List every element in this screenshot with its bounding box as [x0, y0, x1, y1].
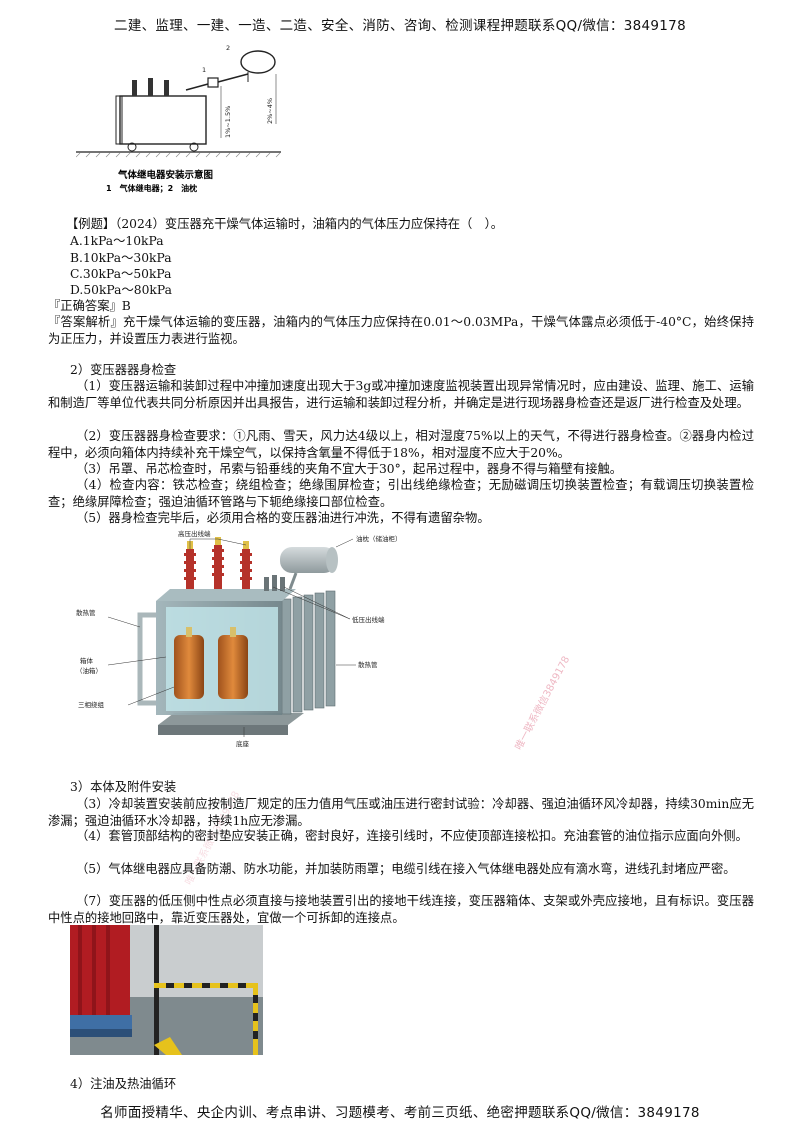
example-question: 【例题】（2024）变压器充干燥气体运输时，油箱内的气体压力应保持在（ ）。	[66, 217, 504, 231]
label-lv-terminal: 低压出线端	[352, 615, 385, 624]
conservator-label-2: 2	[226, 44, 230, 52]
watermark: 唯一联系微信3849178	[513, 654, 573, 753]
section2-item-4: （4）检查内容：铁芯检查；绕组检查；绝缘围屏检查；引出线绝缘检查；无励磁调压切换…	[48, 478, 754, 509]
label-winding: 三相绕组	[78, 700, 105, 709]
section3-item-5: （5）气体继电器应具备防潮、防水功能，并加装防雨罩；电缆引线在接入气体继电器处应…	[76, 862, 736, 876]
section2-item-5: （5）器身检查完毕后，必须用合格的变压器油进行冲洗，不得有遗留杂物。	[76, 511, 490, 525]
label-radiator-right: 散热管	[358, 660, 378, 669]
option-d: D.50kPa～80kPa	[70, 283, 172, 297]
option-b: B.10kPa～30kPa	[70, 251, 172, 265]
section4-title: 4）注油及热油循环	[70, 1077, 177, 1091]
section3-item-4: （4）套管顶部结构的密封垫应安装正确，密封良好，连接引线时，不应使顶部连接松扣。…	[76, 829, 748, 843]
section2-item-3: （3）吊罩、吊芯检查时，吊索与铅垂线的夹角不宜大于30°，起吊过程中，器身不得与…	[76, 462, 623, 476]
figure1-legend: 1 气体继电器；2 油枕	[106, 183, 197, 194]
section3-item-3: （3）冷却装置安装前应按制造厂规定的压力值用气压或油压进行密封试验：冷却器、强迫…	[48, 797, 754, 828]
grounding-photo	[70, 925, 263, 1055]
slope-label-1: 1%~1.5%	[224, 106, 232, 138]
section2-item-2: （2）变压器器身检查要求：①凡雨、雪天，风力达4级以上，相对湿度75%以上的天气…	[48, 429, 754, 460]
correct-answer: 『正确答案』B	[48, 299, 131, 313]
section3-item-7: （7）变压器的低压侧中性点必须直接与接地装置引出的接地干线连接，变压器箱体、支架…	[48, 894, 754, 925]
label-tank-sub: （油箱）	[76, 666, 102, 675]
label-tank: 箱体	[80, 656, 94, 665]
section2-item-1: （1）变压器运输和装卸过程中冲撞加速度出现大于3g或冲撞加速度监视装置出现异常情…	[48, 379, 754, 410]
section3-title: 3）本体及附件安装	[70, 780, 177, 794]
section2-title: 2）变压器器身检查	[70, 363, 177, 377]
option-a: A.1kPa～10kPa	[70, 234, 164, 248]
label-conservator: 油枕（储油柜）	[356, 534, 402, 543]
relay-label-1: 1	[202, 66, 206, 74]
label-hv-terminal: 高压出线端	[178, 529, 211, 538]
label-radiator-left: 散热管	[76, 608, 96, 617]
page-footer: 名师面授精华、央企内训、考点串讲、习题模考、考前三页纸、绝密押题联系QQ/微信：…	[100, 1105, 700, 1121]
slope-label-2: 2%~4%	[266, 98, 274, 124]
gas-relay-diagram: 1 2 1%~1.5% 2%~4% 气体继电器安装示意图 1 气体继电器；2 油…	[76, 44, 281, 194]
transformer-illustration: 高压出线端 油枕（储油柜） 散热管 低压出线端 箱体 （油箱） 散热管 三相绕组…	[76, 529, 402, 748]
label-base: 底座	[236, 739, 250, 748]
page-header: 二建、监理、一建、一造、二造、安全、消防、咨询、检测课程押题联系QQ/微信：38…	[114, 18, 686, 34]
figure1-caption: 气体继电器安装示意图	[117, 169, 213, 181]
answer-analysis: 『答案解析』充干燥气体运输的变压器，油箱内的气体压力应保持在0.01～0.03M…	[48, 315, 754, 346]
option-c: C.30kPa～50kPa	[70, 267, 172, 281]
